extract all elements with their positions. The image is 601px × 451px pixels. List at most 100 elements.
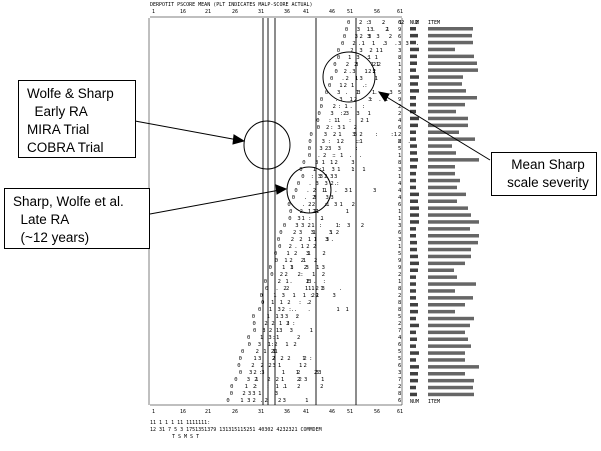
- map-marker: 1: [386, 27, 389, 33]
- map-marker: 1: [286, 251, 289, 257]
- row-count: 2: [398, 104, 401, 110]
- map-marker: 1: [305, 398, 308, 404]
- item-code-mark: [428, 289, 455, 293]
- map-marker: 1: [320, 286, 323, 292]
- item-code-mark: [428, 68, 478, 72]
- map-marker-zero: 0: [337, 48, 340, 54]
- map-marker: 1: [339, 202, 342, 208]
- row-count: 1: [398, 174, 401, 180]
- item-code-mark: [428, 158, 479, 162]
- map-marker: 2: [323, 153, 326, 159]
- row-count: 6: [398, 202, 401, 208]
- map-marker: 2: [271, 321, 274, 327]
- item-number-mark: [410, 199, 418, 203]
- scale-tick-label: 46: [329, 409, 335, 415]
- row-count: 5: [398, 349, 401, 355]
- item-number-mark: [410, 247, 417, 252]
- item-number-mark: [410, 227, 416, 231]
- item-code-mark: [428, 27, 473, 31]
- map-marker: 2: [304, 265, 307, 271]
- item-code-mark: [428, 213, 471, 217]
- map-marker: 2: [361, 223, 364, 229]
- scale-tick-label: 41: [303, 9, 309, 15]
- map-marker: 3: [326, 237, 329, 243]
- map-marker: 2: [253, 384, 256, 390]
- map-marker: 3: [275, 391, 278, 397]
- map-marker: 2: [336, 230, 339, 236]
- map-marker: .: [334, 181, 337, 187]
- map-marker: 2: [299, 377, 302, 383]
- map-marker: 3: [283, 398, 286, 404]
- item-number-mark: [410, 316, 416, 321]
- item-code-mark: [428, 323, 470, 328]
- map-marker: 1: [348, 55, 351, 61]
- map-marker: 3: [252, 391, 255, 397]
- map-marker: 1: [306, 279, 309, 285]
- map-marker: 1: [290, 265, 293, 271]
- item-number-mark: [410, 240, 417, 245]
- map-marker: .: [333, 132, 336, 138]
- map-marker: 2: [264, 398, 267, 404]
- scale-tick-label: 21: [205, 9, 211, 15]
- bottom-counts-row-2: 12 31 7 5 3 1751351379 131315115251 4030…: [150, 427, 322, 433]
- item-code-mark: [428, 316, 474, 321]
- map-marker: .: [308, 181, 311, 187]
- callout-early-ra-line: COBRA Trial: [27, 140, 104, 155]
- map-marker: 1: [275, 314, 278, 320]
- map-marker: 3: [262, 328, 265, 334]
- map-marker: .: [378, 97, 381, 103]
- map-marker: 1: [296, 370, 299, 376]
- map-marker: 3: [324, 181, 327, 187]
- item-column-header-num: NUM: [410, 20, 419, 26]
- map-marker: 2: [378, 62, 381, 68]
- callout-late-ra-line: (~12 years): [13, 230, 90, 245]
- map-marker: .: [362, 83, 365, 89]
- map-marker: 1: [316, 265, 319, 271]
- map-marker: :: [288, 307, 291, 313]
- item-code-mark: [428, 54, 474, 59]
- map-marker: 1: [314, 237, 317, 243]
- item-code-mark: [428, 206, 468, 210]
- item-number-mark: [410, 351, 419, 355]
- map-marker: 3: [356, 55, 359, 61]
- map-marker: 1: [372, 90, 375, 96]
- map-marker: 2: [343, 111, 346, 117]
- map-marker: 1: [301, 216, 304, 222]
- map-marker: 3: [318, 370, 321, 376]
- map-marker: 2: [341, 139, 344, 145]
- map-marker: 3: [339, 97, 342, 103]
- map-marker-zero: 0: [252, 314, 255, 320]
- map-marker: 3: [315, 160, 318, 166]
- map-marker: 2: [368, 69, 371, 75]
- row-count: 5: [398, 356, 401, 362]
- map-marker: :: [298, 300, 301, 306]
- row-count: 4: [398, 188, 402, 194]
- item-number-mark: [410, 337, 417, 341]
- map-marker: .: [416, 41, 419, 47]
- map-marker: 3: [334, 202, 337, 208]
- map-marker: 1: [271, 300, 274, 306]
- item-number-mark: [410, 75, 419, 79]
- item-code-mark: [428, 261, 465, 266]
- map-marker: 1: [367, 27, 370, 33]
- map-marker: 3: [359, 76, 362, 82]
- map-marker: 1: [276, 335, 279, 341]
- map-marker: .: [275, 286, 278, 292]
- map-marker: 1: [302, 356, 305, 362]
- map-marker: 1: [280, 300, 283, 306]
- map-marker: .: [294, 307, 297, 313]
- map-marker: 2: [272, 356, 275, 362]
- item-number-mark: [410, 365, 419, 369]
- row-count: 6: [398, 20, 401, 26]
- item-code-mark: [428, 392, 474, 397]
- map-marker: .: [408, 139, 411, 145]
- map-marker-zero: 0: [292, 195, 295, 201]
- highlight-circle-late-ra: [286, 166, 332, 214]
- map-marker: 1: [308, 237, 311, 243]
- map-marker: 2: [346, 62, 349, 68]
- item-number-mark: [410, 268, 418, 272]
- map-marker: 2: [314, 370, 317, 376]
- map-marker: 1: [366, 118, 369, 124]
- item-number-mark: [410, 323, 419, 328]
